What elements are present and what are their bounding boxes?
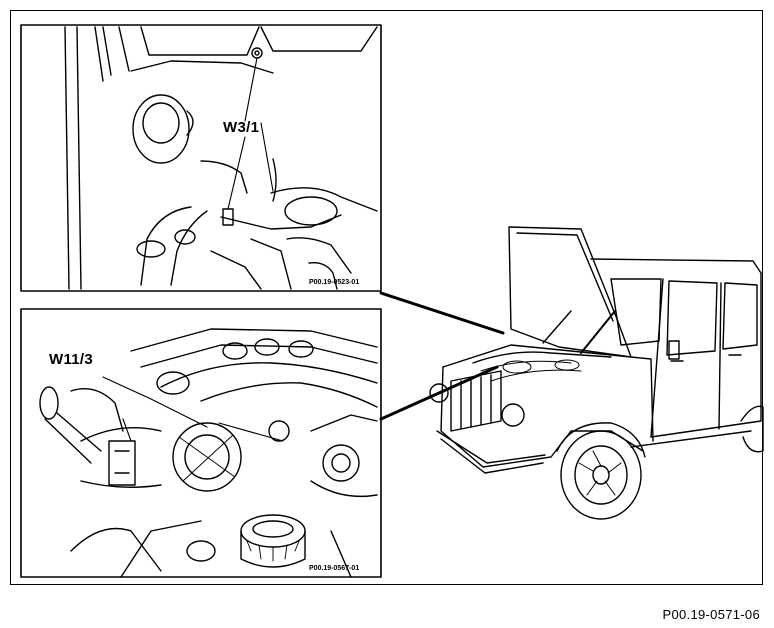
detail-top-frame xyxy=(20,24,382,292)
callout-w11-3: W11/3 xyxy=(49,351,94,368)
vehicle-icon xyxy=(429,226,764,520)
ref-code-bottom: P00.19-0567-01 xyxy=(309,565,360,572)
engine-bottom-icon xyxy=(39,328,378,578)
callout-w3-1: W3/1 xyxy=(223,119,260,136)
engine-top-icon xyxy=(64,26,378,290)
figure-frame: W3/1 P00.19-0523-01 W11/3 P00.19-0567-01 xyxy=(10,10,764,585)
ref-code-top: P00.19-0523-01 xyxy=(309,279,360,286)
figure-code: P00.19-0571-06 xyxy=(662,607,760,622)
line-drawing xyxy=(20,24,764,578)
detail-bottom-frame xyxy=(20,308,382,578)
